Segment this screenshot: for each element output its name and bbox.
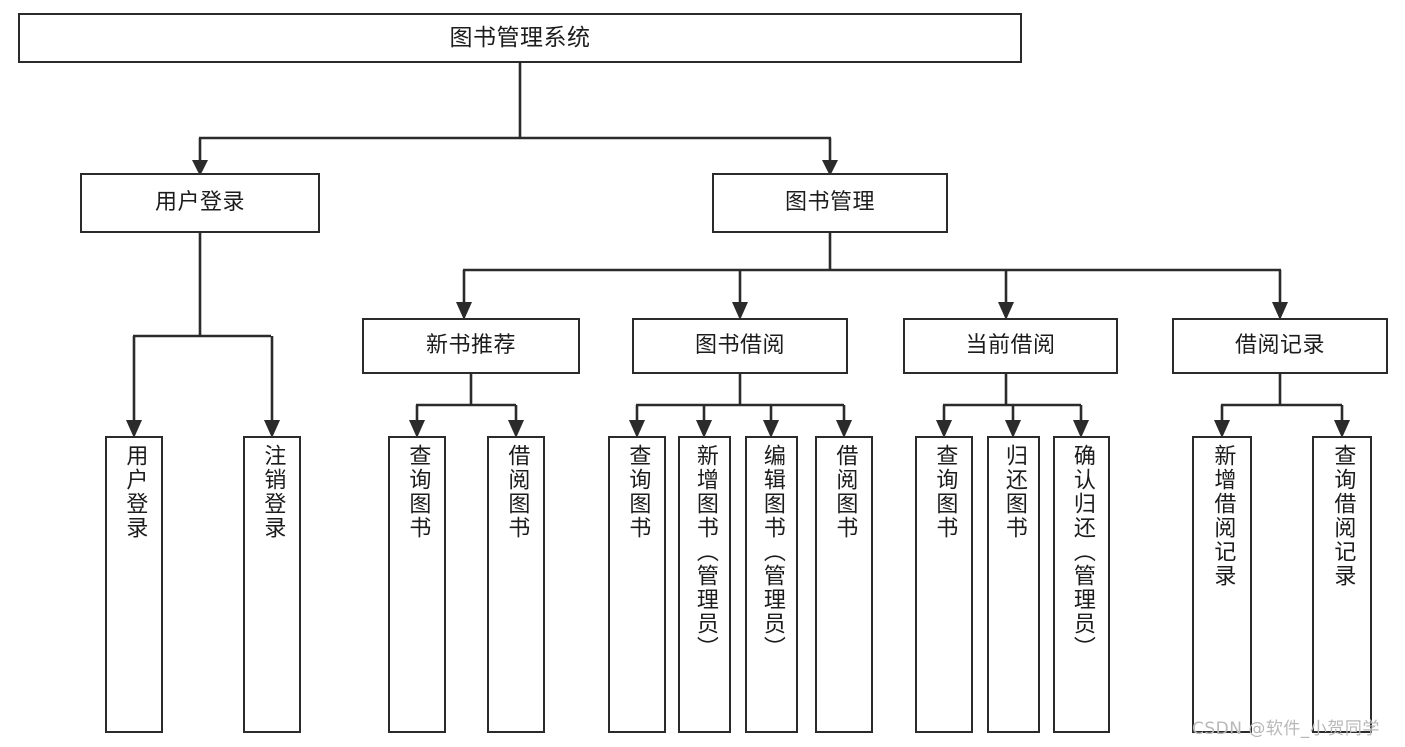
node-leaf-confirm-return-admin[interactable]: 确认归还（管理员）: [1053, 436, 1110, 733]
arrow-to-leaf-borrow-book-rec: [508, 420, 524, 438]
node-leaf-user-login-label: 用户登录: [122, 444, 148, 540]
node-leaf-edit-book-admin-label: 编辑图书（管理员）: [759, 444, 785, 660]
node-leaf-query-book-current[interactable]: 查询图书: [915, 436, 973, 733]
arrow-to-leaf-add-borrow-record: [1214, 420, 1230, 438]
node-leaf-borrow-book-label: 借阅图书: [832, 444, 858, 540]
csdn-watermark: CSDN @软件_小贺同学: [1192, 719, 1380, 739]
arrow-to-leaf-query-book-rec: [409, 420, 425, 438]
arrow-to-leaf-query-book-borrow: [629, 420, 645, 438]
node-leaf-query-book-current-label: 查询图书: [932, 444, 958, 540]
node-leaf-add-book-admin-label: 新增图书（管理员）: [692, 444, 718, 660]
node-current-borrow-label: 当前借阅: [965, 332, 1056, 358]
arrow-to-leaf-query-book-current: [936, 420, 952, 438]
node-new-book-recommend[interactable]: 新书推荐: [362, 318, 580, 374]
node-leaf-user-login[interactable]: 用户登录: [105, 436, 163, 733]
arrow-to-new-book-recommend: [456, 302, 472, 320]
arrow-to-leaf-return-book: [1005, 420, 1021, 438]
node-root[interactable]: 图书管理系统: [18, 13, 1022, 63]
node-leaf-edit-book-admin[interactable]: 编辑图书（管理员）: [745, 436, 798, 733]
arrow-to-leaf-confirm-return-admin: [1073, 420, 1089, 438]
arrow-to-current-borrow: [998, 302, 1014, 320]
node-current-borrow[interactable]: 当前借阅: [903, 318, 1118, 374]
node-user-login-label: 用户登录: [154, 189, 245, 215]
node-leaf-query-borrow-record-label: 查询借阅记录: [1330, 444, 1356, 588]
node-leaf-logout-label: 注销登录: [260, 444, 286, 540]
node-leaf-confirm-return-admin-label: 确认归还（管理员）: [1069, 444, 1095, 660]
arrow-to-leaf-add-book-admin: [696, 420, 712, 438]
arrow-to-book-management: [822, 160, 838, 176]
node-leaf-query-book-borrow[interactable]: 查询图书: [608, 436, 666, 733]
node-leaf-borrow-book[interactable]: 借阅图书: [815, 436, 873, 733]
arrow-to-leaf-borrow-book: [836, 420, 852, 438]
node-user-login[interactable]: 用户登录: [80, 173, 320, 233]
node-book-management[interactable]: 图书管理: [712, 173, 948, 233]
node-borrow-record[interactable]: 借阅记录: [1172, 318, 1388, 374]
arrow-to-book-borrow: [732, 302, 748, 320]
node-leaf-query-book-rec-label: 查询图书: [405, 444, 431, 540]
node-leaf-borrow-book-rec[interactable]: 借阅图书: [487, 436, 545, 733]
arrow-to-user-login: [192, 160, 208, 176]
arrow-to-leaf-query-borrow-record: [1334, 420, 1350, 438]
arrow-to-leaf-user-login: [126, 420, 142, 438]
node-leaf-add-borrow-record-label: 新增借阅记录: [1210, 444, 1236, 588]
node-borrow-record-label: 借阅记录: [1234, 332, 1325, 358]
node-leaf-add-book-admin[interactable]: 新增图书（管理员）: [678, 436, 731, 733]
arrow-to-borrow-record: [1272, 302, 1288, 320]
arrow-to-leaf-logout: [264, 420, 280, 438]
node-leaf-return-book[interactable]: 归还图书: [987, 436, 1040, 733]
node-leaf-return-book-label: 归还图书: [1001, 444, 1027, 540]
node-book-borrow[interactable]: 图书借阅: [632, 318, 848, 374]
node-leaf-query-borrow-record[interactable]: 查询借阅记录: [1312, 436, 1372, 733]
node-leaf-add-borrow-record[interactable]: 新增借阅记录: [1192, 436, 1252, 733]
node-leaf-borrow-book-rec-label: 借阅图书: [504, 444, 530, 540]
node-root-label: 图书管理系统: [449, 24, 591, 51]
arrow-to-leaf-edit-book-admin: [763, 420, 779, 438]
node-book-borrow-label: 图书借阅: [694, 332, 785, 358]
node-book-management-label: 图书管理: [784, 189, 875, 215]
node-leaf-query-book-borrow-label: 查询图书: [625, 444, 651, 540]
arrowheads: [126, 160, 1350, 438]
node-new-book-recommend-label: 新书推荐: [425, 332, 516, 358]
node-leaf-logout[interactable]: 注销登录: [243, 436, 301, 733]
node-leaf-query-book-rec[interactable]: 查询图书: [388, 436, 446, 733]
